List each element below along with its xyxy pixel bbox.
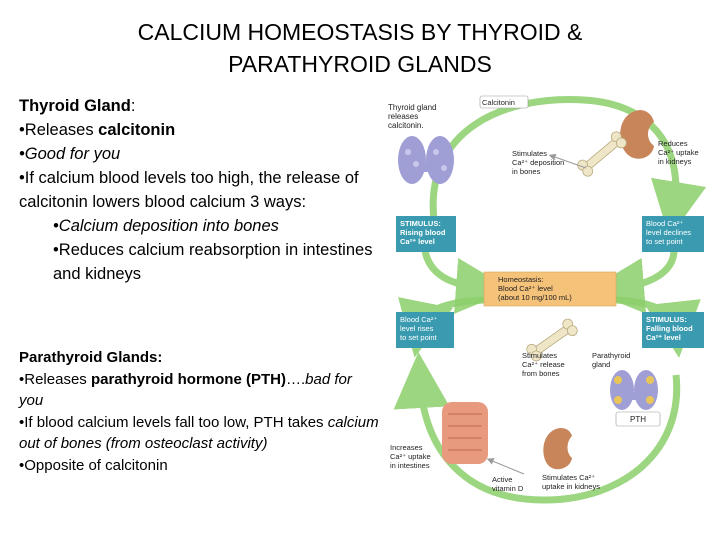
pth-tag — [615, 411, 661, 427]
reduces-kidney-label: Reduces Ca²⁺ uptake in kidneys — [658, 139, 701, 166]
blood-declines-box — [642, 216, 704, 252]
thyroid-sub-reabsorption: •Reduces calcium reabsorption in intesti… — [53, 241, 373, 283]
parathyroid-gland-label: Parathyroid gland — [592, 351, 632, 369]
stimulus-falling-label: STIMULUS: Falling blood Ca²⁺ level — [646, 315, 695, 342]
bone-icon-bottom — [526, 318, 578, 362]
blood-declines-label: Blood Ca²⁺ level declines to set point — [646, 219, 693, 246]
title-line-2: PARATHYROID GLANDS — [228, 51, 492, 77]
thyroid-heading: Thyroid Gland: — [19, 97, 136, 115]
parathyroid-bullet-releases: •Releases parathyroid hormone (PTH)….bad… — [19, 370, 352, 410]
slide-title: CALCIUM HOMEOSTASIS BY THYROID & PARATHY… — [0, 16, 720, 80]
intestine-icon — [442, 402, 488, 464]
parathyroid-gland-icon — [610, 370, 658, 410]
vitamin-d-pointer — [486, 458, 525, 475]
lower-loop-arrow — [393, 352, 681, 504]
active-vitamin-d-label: Active vitamin D — [492, 475, 524, 493]
thyroid-gland-icon — [398, 136, 454, 184]
homeostasis-box — [483, 271, 617, 307]
calcitonin-tag — [479, 95, 529, 109]
bone-icon-top — [577, 131, 627, 177]
thyroid-bullet-releases: •Releases calcitonin — [19, 121, 176, 139]
parathyroid-heading: Parathyroid Glands: — [19, 349, 163, 366]
calcitonin-label: Calcitonin — [482, 98, 515, 107]
stimulates-release-label: Stimulates Ca²⁺ release from bones — [522, 351, 567, 378]
thyroid-releases-label: Thyroid gland releases calcitonin. — [388, 103, 439, 130]
stimulates-deposition-label: Stimulates Ca²⁺ deposition in bones — [512, 149, 566, 176]
homeostasis-right-arrow — [588, 249, 678, 314]
deposition-pointer — [548, 153, 587, 169]
blood-rises-label: Blood Ca²⁺ level rises to set point — [400, 315, 439, 342]
kidney-icon-bottom — [543, 428, 572, 470]
thyroid-bullet-levels: •If calcium blood levels too high, the r… — [19, 169, 359, 211]
parathyroid-bullet-opposite: •Opposite of calcitonin — [19, 456, 168, 474]
thyroid-sub-deposition: •Calcium deposition into bones — [53, 217, 279, 235]
homeostasis-label: Homeostasis: Blood Ca²⁺ level (about 10 … — [498, 275, 572, 302]
stimulates-kidney-label: Stimulates Ca²⁺ uptake in kidneys — [542, 473, 600, 491]
blood-rises-box — [396, 312, 454, 348]
stimulus-rising-label: STIMULUS: Rising blood Ca²⁺ level — [400, 219, 448, 246]
title-line-1: CALCIUM HOMEOSTASIS BY THYROID & — [137, 19, 583, 45]
thyroid-text-block: Thyroid Gland: •Releases calcitonin •Goo… — [19, 94, 379, 286]
stimulus-falling-box — [642, 312, 704, 348]
kidney-icon-top — [620, 110, 654, 159]
thyroid-bullet-good: •Good for you — [19, 145, 121, 163]
parathyroid-text-block: Parathyroid Glands: •Releases parathyroi… — [19, 347, 379, 476]
parathyroid-bullet-levels: •If blood calcium levels fall too low, P… — [19, 413, 379, 453]
pth-label: PTH — [630, 415, 646, 424]
increases-intestines-label: Increases Ca²⁺ uptake in intestines — [390, 443, 433, 470]
stimulus-rising-box — [396, 216, 456, 252]
calcium-homeostasis-diagram: Thyroid gland releases calcitonin. Calci… — [388, 95, 707, 504]
